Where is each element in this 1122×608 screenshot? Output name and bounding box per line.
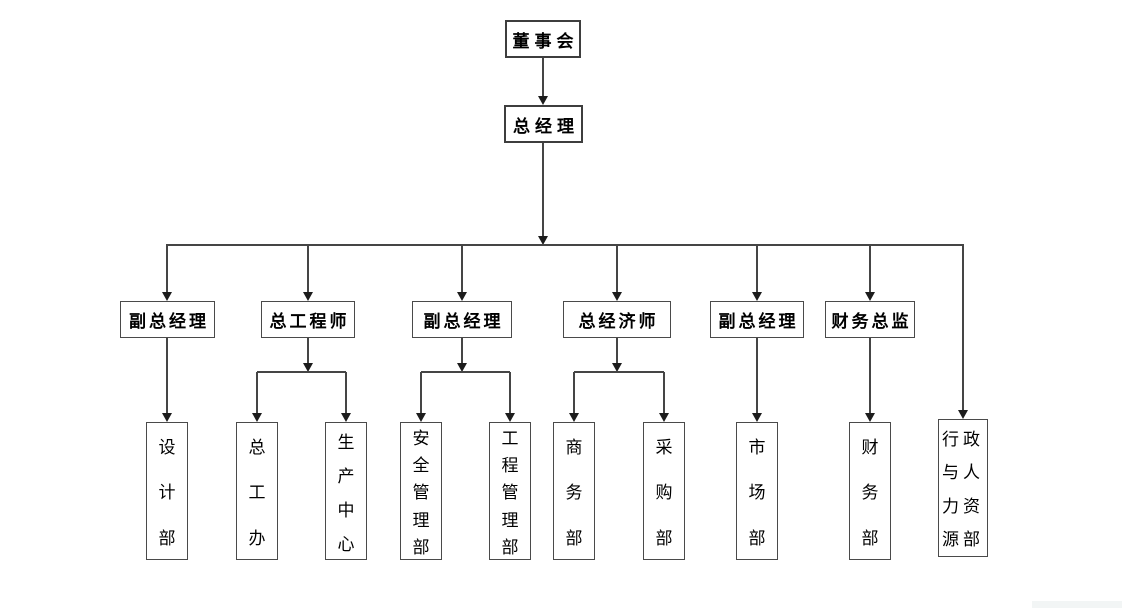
connector-board-to-gm [542, 58, 544, 97]
arrow-down-icon [538, 236, 548, 245]
node-market-dept: 市场部 [736, 422, 778, 560]
connector-to-safety-mgmt-dept [420, 372, 422, 414]
arrow-down-icon [303, 292, 313, 301]
arrow-down-icon [505, 413, 515, 422]
node-label: 市场部 [748, 438, 766, 548]
node-label: 财务总监 [831, 312, 912, 331]
connector-deputy-gm-1-to-design-dept [166, 338, 168, 414]
node-label: 副总经理 [129, 312, 209, 331]
arrow-down-icon [252, 413, 262, 422]
arrow-down-icon [569, 413, 579, 422]
connector-deputy-gm-2-split [421, 371, 510, 373]
connector-to-engineering-mgmt-dept [509, 372, 511, 414]
node-label: 行政与人力资源部 [942, 429, 984, 550]
connector-chief-engineer-stub [307, 338, 309, 364]
arrow-down-icon [865, 413, 875, 422]
node-label: 安全管理部 [412, 429, 430, 557]
node-label: 设计部 [158, 438, 176, 548]
node-label: 工程管理部 [501, 429, 519, 557]
node-production-center: 生产中心 [325, 422, 367, 560]
connector-bus-to-deputy-gm-2 [461, 245, 463, 293]
connector-to-production-center [345, 372, 347, 414]
connector-chief-economist-split [574, 371, 664, 373]
node-label: 生产中心 [337, 432, 355, 554]
node-label: 副总经理 [423, 312, 504, 331]
node-label: 总经理 [513, 116, 579, 136]
connector-deputy-gm-2-stub [461, 338, 463, 364]
node-label: 董事会 [512, 31, 579, 51]
connector-bus-to-chief-economist [616, 245, 618, 293]
node-chief-engineer: 总工程师 [261, 301, 355, 338]
node-label: 总工办 [248, 438, 266, 548]
node-board-of-directors: 董事会 [505, 20, 581, 58]
arrow-down-icon [162, 413, 172, 422]
node-chief-economist: 总经济师 [563, 301, 671, 338]
arrow-down-icon [865, 292, 875, 301]
connector-chief-economist-stub [616, 338, 618, 364]
arrow-down-icon [416, 413, 426, 422]
node-finance-director: 财务总监 [825, 301, 915, 338]
node-label: 副总经理 [718, 312, 799, 331]
arrow-down-icon [612, 292, 622, 301]
connector-gm-to-bus [542, 143, 544, 237]
node-label: 总经济师 [578, 312, 659, 331]
connector-to-commerce-dept [573, 372, 575, 414]
node-safety-mgmt-dept: 安全管理部 [400, 422, 442, 560]
connector-finance-director-to-finance-dept [869, 338, 871, 414]
scrollbar-artifact [1032, 601, 1122, 608]
node-general-manager: 总经理 [504, 105, 583, 143]
arrow-down-icon [538, 96, 548, 105]
connector-chief-engineer-split [257, 371, 346, 373]
arrow-down-icon [752, 292, 762, 301]
node-engineering-mgmt-dept: 工程管理部 [489, 422, 531, 560]
node-label: 商务部 [565, 438, 583, 548]
node-finance-dept: 财务部 [849, 422, 891, 560]
node-label: 总工程师 [269, 312, 350, 331]
arrow-down-icon [659, 413, 669, 422]
arrow-down-icon [612, 363, 622, 372]
node-label: 采购部 [655, 438, 673, 548]
arrow-down-icon [752, 413, 762, 422]
arrow-down-icon [162, 292, 172, 301]
node-design-dept: 设计部 [146, 422, 188, 560]
connector-bus-to-deputy-gm-1 [166, 245, 168, 293]
node-procurement-dept: 采购部 [643, 422, 685, 560]
arrow-down-icon [457, 292, 467, 301]
connector-to-chief-engineer-office [256, 372, 258, 414]
node-label: 财务部 [861, 438, 879, 548]
connector-deputy-gm-3-to-market-dept [756, 338, 758, 414]
arrow-down-icon [457, 363, 467, 372]
connector-bus-to-admin-hr-dept [962, 245, 964, 411]
arrow-down-icon [958, 410, 968, 419]
connector-main-bus [166, 244, 964, 246]
connector-to-procurement-dept [663, 372, 665, 414]
node-deputy-gm-2: 副总经理 [412, 301, 512, 338]
connector-bus-to-deputy-gm-3 [756, 245, 758, 293]
node-deputy-gm-3: 副总经理 [710, 301, 804, 338]
node-deputy-gm-1: 副总经理 [120, 301, 215, 338]
arrow-down-icon [303, 363, 313, 372]
node-admin-hr-dept: 行政与人力资源部 [938, 419, 988, 557]
connector-bus-to-chief-engineer [307, 245, 309, 293]
node-commerce-dept: 商务部 [553, 422, 595, 560]
connector-bus-to-finance-director [869, 245, 871, 293]
arrow-down-icon [341, 413, 351, 422]
node-chief-engineer-office: 总工办 [236, 422, 278, 560]
